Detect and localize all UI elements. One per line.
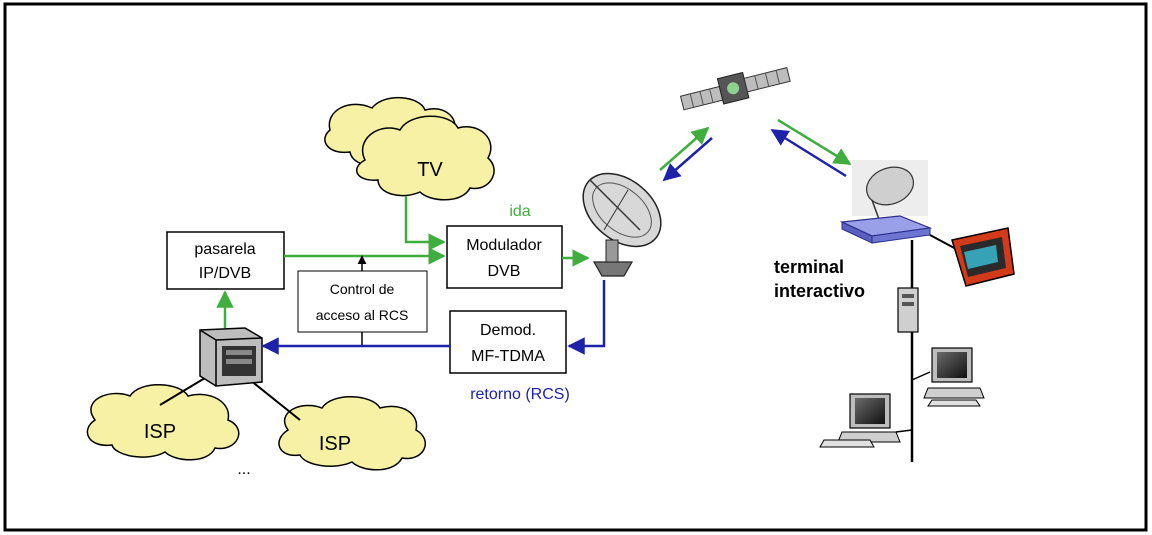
desktop-computer-icon <box>923 347 985 407</box>
router-tv-cable <box>929 234 959 251</box>
dish-antenna-icon <box>582 172 662 277</box>
ida-label: ida <box>509 203 530 220</box>
pasarela-line2: IP/DVB <box>199 265 251 282</box>
isp-cloud-left: ISP <box>86 384 240 461</box>
terminal-uplink-arrow <box>770 128 847 178</box>
dish-to-demod-arrow <box>567 280 606 355</box>
tv-icon <box>951 227 1015 287</box>
isp-left-label: ISP <box>144 421 176 443</box>
uplink-arrow <box>659 126 710 171</box>
isp-cloud-right: ISP <box>278 396 427 471</box>
control-line1: Control de <box>330 281 395 297</box>
tv-to-modulador-arrow <box>404 196 446 251</box>
desktop1-link <box>911 371 931 381</box>
router-icon <box>839 215 933 244</box>
demod-line1: Demod. <box>480 322 536 339</box>
modulador-line2: DVB <box>488 263 521 280</box>
control-line2: acceso al RCS <box>316 307 409 323</box>
outer-frame <box>3 2 1148 532</box>
isp-right-label: ISP <box>319 433 351 455</box>
terminal-downlink-arrow <box>777 118 852 166</box>
tower-computer-icon <box>897 287 919 333</box>
modulador-line1: Modulador <box>466 237 542 254</box>
desktop-computer-icon <box>819 393 901 448</box>
desktop2-link <box>895 429 913 433</box>
demod-box: Demod. MF-TDMA <box>449 310 567 374</box>
modulador-box: Modulador DVB <box>446 225 563 289</box>
demod-line2: MF-TDMA <box>471 348 545 365</box>
control-acceso-box: Control de acceso al RCS <box>297 270 428 333</box>
server-isp-right-line <box>249 379 301 421</box>
satellite-icon <box>679 67 791 111</box>
tv-label: TV <box>417 159 443 181</box>
server-icon <box>199 327 263 387</box>
terminal-line1: terminal <box>774 257 844 277</box>
pasarela-box: pasarela IP/DVB <box>166 231 285 290</box>
tv-cloud: TV <box>324 96 495 201</box>
ellipsis-label: ... <box>237 461 250 478</box>
return-path-arrows <box>261 280 606 355</box>
retorno-label: retorno (RCS) <box>470 386 570 403</box>
gateway-downlink-arrow <box>662 137 713 182</box>
satellite-links <box>659 118 852 182</box>
server-isp-left-line <box>159 377 206 406</box>
terminal-line2: interactivo <box>774 281 865 301</box>
terminal-dish-icon <box>852 160 928 223</box>
pasarela-line1: pasarela <box>194 241 255 258</box>
